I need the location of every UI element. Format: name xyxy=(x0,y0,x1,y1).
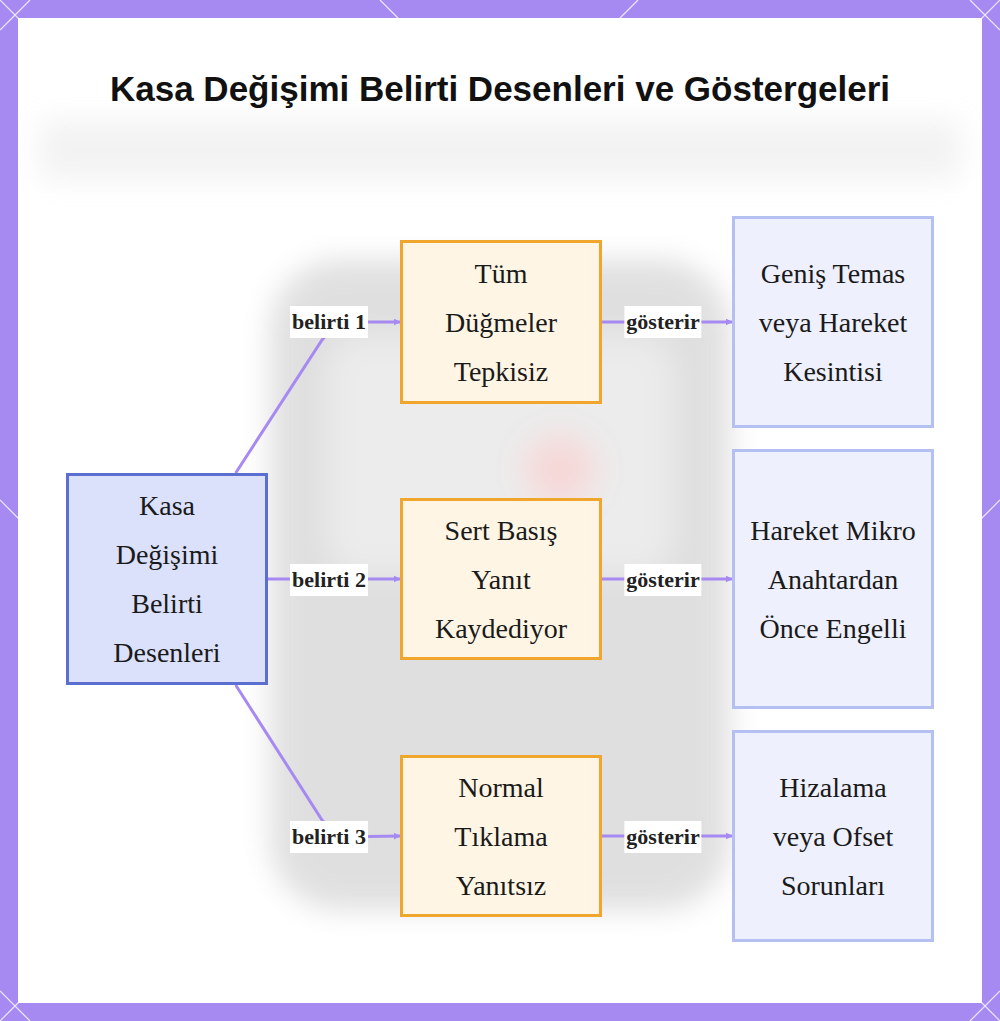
node-label: Geniş Temas veya Hareket Kesintisi xyxy=(758,249,908,396)
frame-inner xyxy=(18,18,982,1003)
edge-label: belirti 2 xyxy=(290,564,368,596)
indicator-box: Hareket Mikro Anahtardan Önce Engelli xyxy=(732,449,934,709)
edge-label: gösterir xyxy=(624,821,701,853)
node-label: Normal Tıklama Yanıtsız xyxy=(431,763,571,910)
diagram-title: Kasa Değişimi Belirti Desenleri ve Göste… xyxy=(60,66,940,111)
edge-label: gösterir xyxy=(624,306,701,338)
node-label: Tüm Düğmeler Tepkisiz xyxy=(431,249,571,396)
indicator-box: Geniş Temas veya Hareket Kesintisi xyxy=(732,216,934,428)
node-label: Hizalama veya Ofset Sorunları xyxy=(758,763,908,910)
edge-label: belirti 1 xyxy=(290,306,368,338)
connector-arrow xyxy=(236,685,400,837)
node-label: Kasa Değişimi Belirti Desenleri xyxy=(101,481,233,677)
edge-label: belirti 3 xyxy=(290,821,368,853)
edge-label: gösterir xyxy=(624,564,701,596)
symptom-box: Sert Basış Yanıt Kaydediyor xyxy=(400,498,602,660)
connector-arrow xyxy=(236,322,400,473)
symptom-box: Normal Tıklama Yanıtsız xyxy=(400,755,602,917)
node-label: Sert Basış Yanıt Kaydediyor xyxy=(431,506,571,653)
root-box: Kasa Değişimi Belirti Desenleri xyxy=(66,473,268,685)
indicator-box: Hizalama veya Ofset Sorunları xyxy=(732,730,934,942)
background-illustration xyxy=(40,120,960,910)
node-label: Hareket Mikro Anahtardan Önce Engelli xyxy=(745,506,921,653)
symptom-box: Tüm Düğmeler Tepkisiz xyxy=(400,240,602,404)
